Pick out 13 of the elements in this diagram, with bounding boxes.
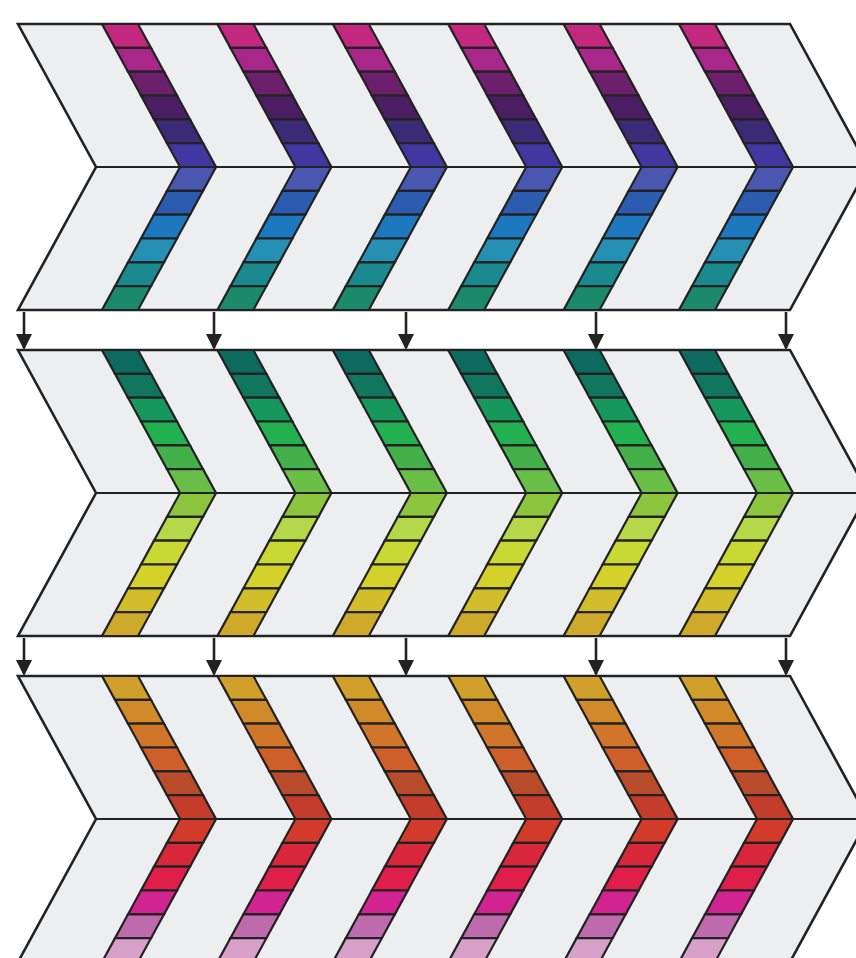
- arrow: [206, 312, 222, 350]
- arrow: [398, 312, 414, 350]
- chevron-band: [15, 22, 856, 312]
- arrow: [16, 638, 32, 676]
- arrow: [778, 638, 794, 676]
- chevron-band: [15, 348, 856, 638]
- arrow: [588, 312, 604, 350]
- arrow: [588, 638, 604, 676]
- chevron-band: [15, 674, 856, 958]
- arrow: [206, 638, 222, 676]
- arrow: [398, 638, 414, 676]
- arrow: [778, 312, 794, 350]
- arrow: [16, 312, 32, 350]
